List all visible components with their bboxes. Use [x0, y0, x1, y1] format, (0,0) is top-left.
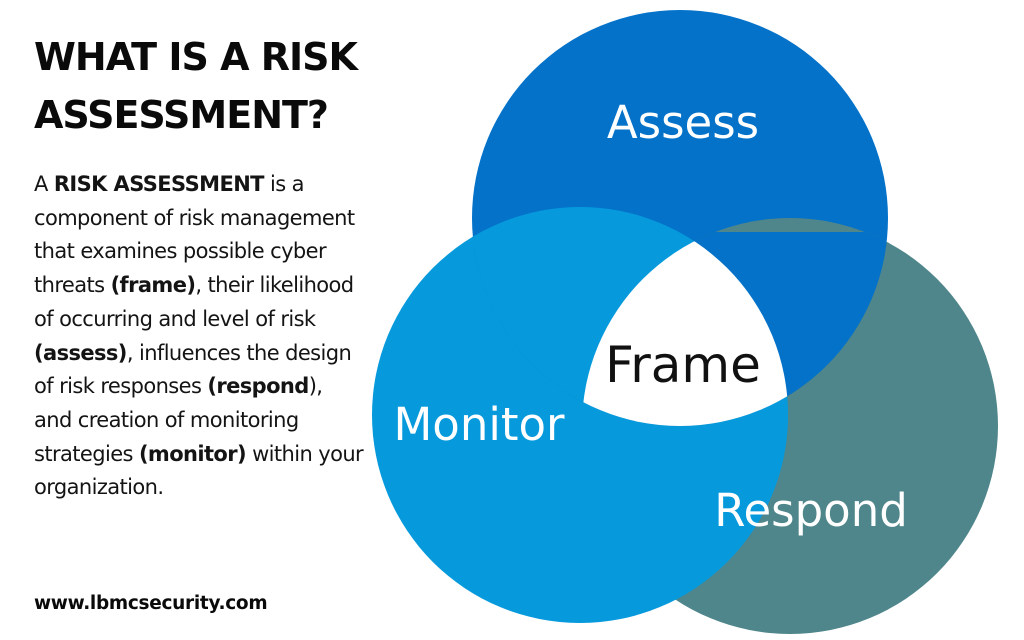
- assess-keyword: (assess): [34, 340, 127, 365]
- description-text-1: A: [34, 172, 54, 196]
- description-text-3: , their likelihood of occurring and leve…: [34, 273, 354, 331]
- respond-label: Respond: [714, 484, 908, 537]
- monitor-label: Monitor: [393, 398, 565, 451]
- description-text-4: , influences the design of risk response…: [34, 340, 352, 399]
- description-text-5: ), and creation of monitoring strategies: [34, 374, 323, 466]
- page-title: WHAT IS A RISK ASSESSMENT?: [34, 28, 374, 144]
- monitor-keyword: (monitor): [138, 441, 247, 466]
- frame-center-region: [582, 218, 788, 426]
- description-paragraph: A RISK ASSESSMENT is a component of risk…: [34, 168, 364, 505]
- assess-label: Assess: [607, 96, 759, 149]
- respond-keyword: (respond: [207, 374, 309, 399]
- frame-keyword: (frame): [110, 273, 196, 298]
- website-url: www.lbmcsecurity.com: [34, 593, 268, 614]
- description-text-6: within your organization.: [34, 441, 364, 500]
- risk-assessment-term: RISK ASSESSMENT: [53, 172, 265, 196]
- title-line-2: ASSESSMENT?: [34, 93, 329, 137]
- description-text-2: is a component of risk management that e…: [34, 172, 355, 298]
- frame-label: Frame: [605, 336, 761, 394]
- title-line-1: WHAT IS A RISK: [34, 35, 358, 79]
